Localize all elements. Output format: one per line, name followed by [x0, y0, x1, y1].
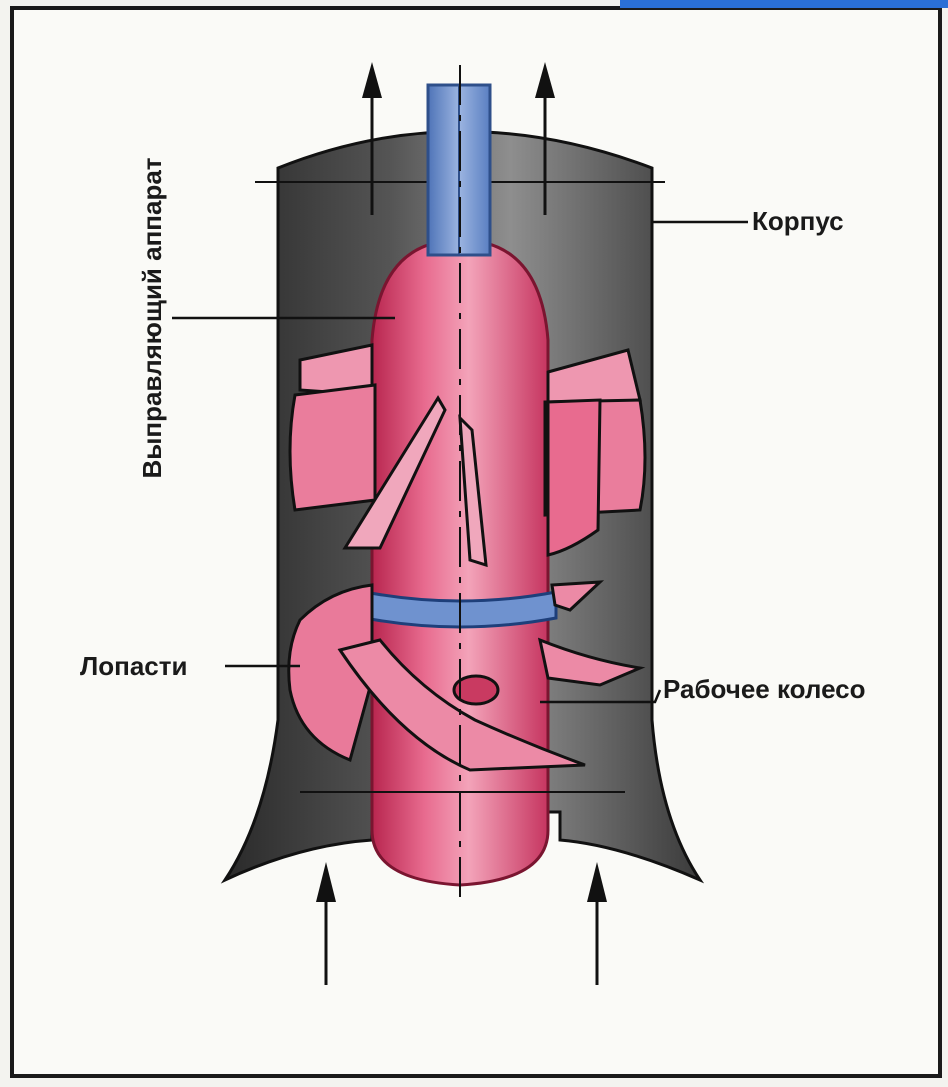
top-accent-strip — [620, 0, 948, 8]
guide-vane-left — [290, 385, 375, 510]
impeller-label: Рабочее колесо — [663, 676, 866, 702]
housing-label: Корпус — [752, 208, 844, 234]
guide-apparatus-label: Выправляющий аппарат — [139, 157, 165, 478]
blades-label: Лопасти — [80, 653, 187, 679]
guide-vane-right-front — [548, 400, 600, 555]
